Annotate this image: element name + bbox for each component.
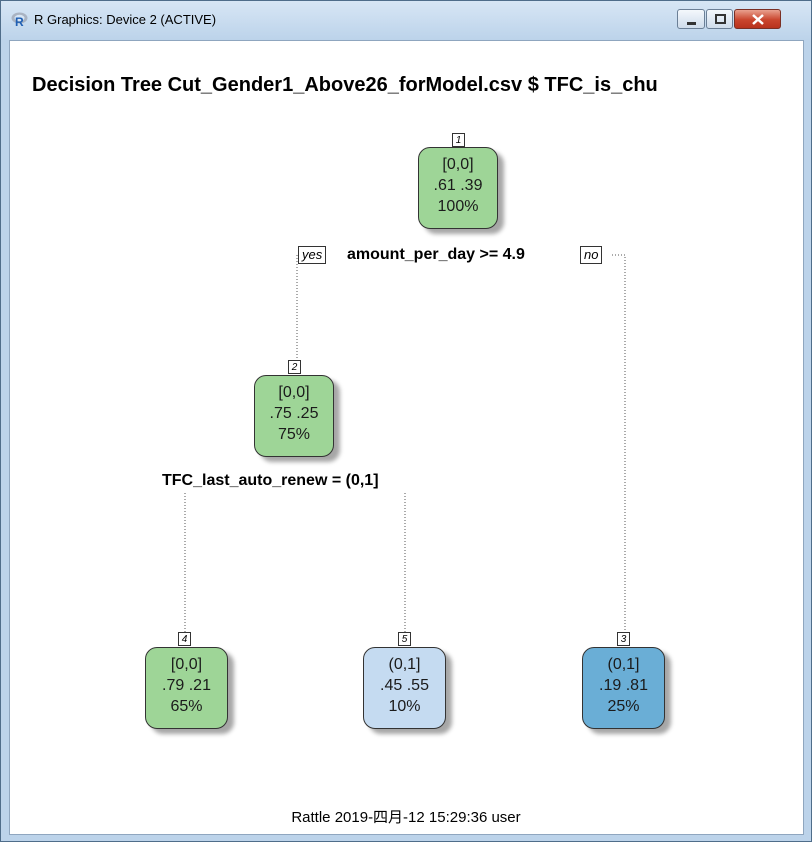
node-class: [0,0] [170, 656, 203, 673]
node-class: [0,0] [278, 384, 310, 401]
node-probs: .19 .81 [599, 677, 648, 694]
plot-footer: Rattle 2019-四月-12 15:29:36 user [291, 809, 521, 826]
split-label-node2: TFC_last_auto_renew = (0,1] [162, 472, 379, 489]
node-probs: .61 .39 [433, 177, 483, 194]
node-class: (0,1] [607, 656, 640, 673]
node-number-2: 2 [288, 360, 301, 374]
r-logo-icon: R [11, 12, 28, 28]
tree-node-2: [0,0] .75 .25 75% [254, 375, 334, 457]
node-number-5: 5 [398, 632, 411, 646]
maximize-icon [715, 14, 726, 24]
split-label-root: amount_per_day >= 4.9 [347, 246, 525, 263]
no-label: no [580, 246, 603, 264]
tree-node-3: (0,1] .19 .81 25% [582, 647, 665, 729]
minimize-button[interactable] [677, 9, 705, 29]
node-probs: .45 .55 [380, 677, 429, 694]
maximize-button[interactable] [706, 9, 733, 29]
close-button[interactable] [734, 9, 781, 29]
minimize-icon [687, 22, 696, 25]
plot-title: Decision Tree Cut_Gender1_Above26_forMod… [32, 74, 658, 96]
node-pct: 100% [437, 198, 479, 215]
close-icon [752, 14, 764, 25]
window-title: R Graphics: Device 2 (ACTIVE) [34, 12, 217, 27]
node-number-3: 3 [617, 632, 630, 646]
tree-node-5: (0,1] .45 .55 10% [363, 647, 446, 729]
node-number-4: 4 [178, 632, 191, 646]
tree-node-4: [0,0] .79 .21 65% [145, 647, 228, 729]
node-class: (0,1] [388, 656, 421, 673]
node-pct: 10% [388, 698, 421, 715]
title-bar[interactable]: R R Graphics: Device 2 (ACTIVE) [1, 1, 811, 40]
svg-text:R: R [15, 15, 24, 28]
tree-node-1: [0,0] .61 .39 100% [418, 147, 498, 229]
edge-1-3 [612, 254, 626, 632]
node-pct: 75% [277, 426, 311, 443]
node-number-1: 1 [452, 133, 465, 147]
node-class: [0,0] [442, 156, 474, 173]
node-probs: .79 .21 [162, 677, 211, 694]
node-probs: .75 .25 [269, 405, 319, 422]
node-pct: 65% [170, 698, 203, 715]
yes-label: yes [298, 246, 327, 264]
node-pct: 25% [607, 698, 640, 715]
